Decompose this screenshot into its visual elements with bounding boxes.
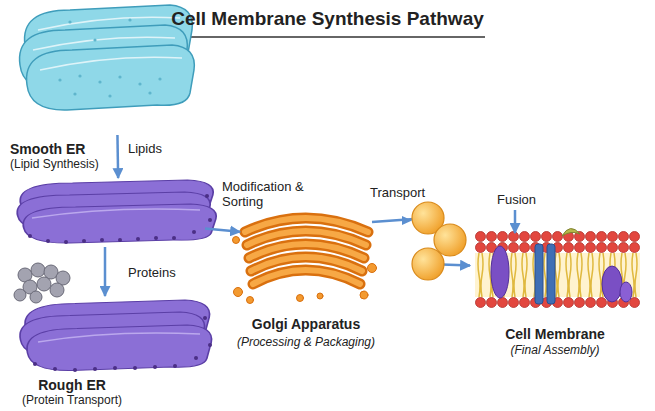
flow-arrow [116,135,119,178]
node-title: Cell Membrane [455,326,655,342]
protein-arrow [104,247,107,296]
vesicle-arrowhead [402,216,412,225]
smooth-er-illustration [20,5,195,110]
annotation-label: Fusion [497,193,536,208]
membrane-node: Cell Membrane(Final Assembly) [470,228,648,322]
rough-er-illustration [17,180,216,244]
fusion-arrow [514,210,517,233]
membrane-illustration [475,228,640,308]
golgi-illustration [233,218,377,304]
flow-arrow [205,228,240,231]
organelle-node: Golgi Apparatus(Processing & Packaging) [240,212,372,302]
title-rule [170,36,485,38]
node-subtitle: (Processing & Packaging) [190,336,422,350]
node-subtitle: (Lipid Synthesis) [10,158,99,172]
transport-vesicles [412,202,466,280]
rough-er-lower-illustration [20,300,212,372]
organelle-node: Smooth ER(Lipid Synthesis) [8,5,200,135]
annotation-label: Proteins [128,266,176,281]
node-title: Smooth ER [10,141,85,157]
ribosome-cluster [14,263,70,303]
node-subtitle: (Protein Transport) [2,394,142,408]
node-title: Golgi Apparatus [190,316,422,332]
edge-label: Lipids [128,142,162,157]
node-title: Rough ER [12,377,132,393]
diagram-title: Cell Membrane Synthesis Pathway [0,8,655,30]
node-subtitle: (Final Assembly) [455,344,655,358]
edge-label: Modification & Sorting [222,180,310,210]
organelle-node: Rough ER(Protein Transport) [12,178,205,372]
edge-label: Transport [370,186,425,201]
